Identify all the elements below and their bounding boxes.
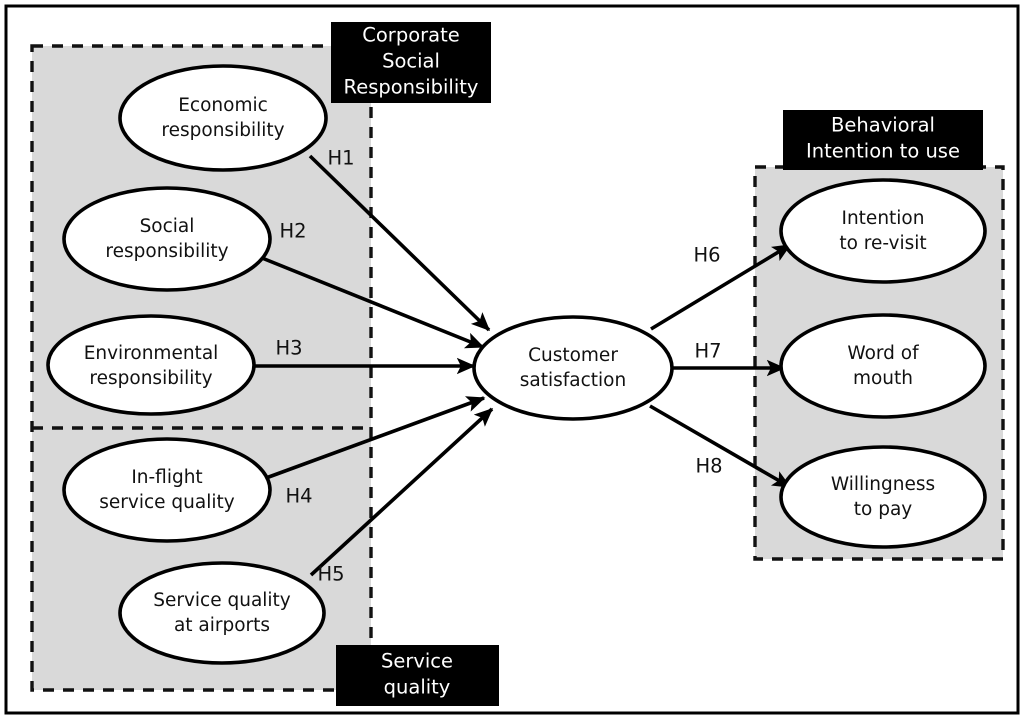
node-social-ellipse bbox=[62, 186, 272, 292]
banner-csr-box bbox=[331, 22, 491, 103]
node-wordofmouth-line-2: mouth bbox=[853, 368, 913, 389]
edge-label-h3: H3 bbox=[275, 337, 302, 360]
banner-csr-line-2: Social bbox=[382, 50, 440, 73]
node-wordofmouth-line-1: Word of bbox=[847, 343, 919, 364]
node-wordofmouth[interactable]: Word of mouth bbox=[779, 313, 987, 419]
node-willingness[interactable]: Willingness to pay bbox=[779, 445, 987, 549]
node-social-line-2: responsibility bbox=[105, 241, 228, 262]
edge-h1 bbox=[308, 154, 491, 332]
banner-service-line-1: Service bbox=[381, 650, 453, 673]
edge-label-h2: H2 bbox=[279, 220, 306, 243]
edge-label-h6: H6 bbox=[693, 244, 720, 267]
node-revisit-ellipse bbox=[779, 178, 987, 284]
node-environmental-line-1: Environmental bbox=[84, 343, 219, 364]
node-revisit[interactable]: Intention to re-visit bbox=[779, 178, 987, 284]
banner-behavioral-box bbox=[783, 110, 983, 170]
node-environmental-ellipse bbox=[46, 314, 256, 416]
banner-corporate-social-responsibility: Corporate Social Responsibility bbox=[331, 22, 491, 103]
edge-label-h7: H7 bbox=[694, 340, 721, 363]
node-economic-line-1: Economic bbox=[178, 95, 268, 116]
node-airports-line-1: Service quality bbox=[153, 590, 291, 611]
node-satisfaction[interactable]: Customer satisfaction bbox=[472, 315, 674, 421]
node-airports[interactable]: Service quality at airports bbox=[118, 561, 326, 665]
node-satisfaction-ellipse bbox=[472, 315, 674, 421]
node-economic[interactable]: Economic responsibility bbox=[118, 64, 328, 172]
banner-csr-line-1: Corporate bbox=[362, 24, 459, 47]
node-willingness-line-1: Willingness bbox=[831, 474, 935, 495]
banner-behavioral-intention-to-use: Behavioral Intention to use bbox=[783, 110, 983, 170]
node-revisit-line-1: Intention bbox=[842, 208, 925, 229]
node-revisit-line-2: to re-visit bbox=[839, 233, 926, 254]
edge-label-h4: H4 bbox=[285, 485, 312, 508]
node-willingness-line-2: to pay bbox=[854, 499, 913, 520]
banner-service-line-2: quality bbox=[384, 676, 451, 699]
node-inflight-ellipse bbox=[62, 437, 272, 543]
node-satisfaction-line-2: satisfaction bbox=[520, 370, 626, 391]
edge-label-h8: H8 bbox=[695, 455, 722, 478]
node-inflight[interactable]: In-flight service quality bbox=[62, 437, 272, 543]
node-social-line-1: Social bbox=[140, 216, 195, 237]
banner-service-box bbox=[336, 645, 499, 706]
banner-csr-line-3: Responsibility bbox=[344, 76, 479, 99]
node-airports-line-2: at airports bbox=[174, 615, 270, 636]
edge-label-h5: H5 bbox=[317, 563, 344, 586]
edge-h4 bbox=[265, 396, 486, 480]
node-social[interactable]: Social responsibility bbox=[62, 186, 272, 292]
edge-h2 bbox=[261, 256, 485, 349]
node-willingness-ellipse bbox=[779, 445, 987, 549]
node-environmental[interactable]: Environmental responsibility bbox=[46, 314, 256, 416]
figure-border bbox=[4, 4, 1020, 715]
node-inflight-line-2: service quality bbox=[99, 492, 234, 513]
edge-h8 bbox=[649, 404, 792, 489]
node-environmental-line-2: responsibility bbox=[89, 368, 212, 389]
node-economic-line-2: responsibility bbox=[161, 120, 284, 141]
node-economic-ellipse bbox=[118, 64, 328, 172]
node-airports-ellipse bbox=[118, 561, 326, 665]
edge-label-h1: H1 bbox=[327, 147, 354, 170]
banner-behavioral-line-1: Behavioral bbox=[831, 114, 935, 137]
edge-h6 bbox=[650, 243, 792, 331]
node-inflight-line-1: In-flight bbox=[131, 467, 202, 488]
node-satisfaction-line-1: Customer bbox=[528, 345, 618, 366]
banner-service-quality: Service quality bbox=[336, 645, 499, 706]
edge-h5 bbox=[309, 407, 494, 577]
banner-behavioral-line-2: Intention to use bbox=[806, 140, 960, 163]
node-wordofmouth-ellipse bbox=[779, 313, 987, 419]
